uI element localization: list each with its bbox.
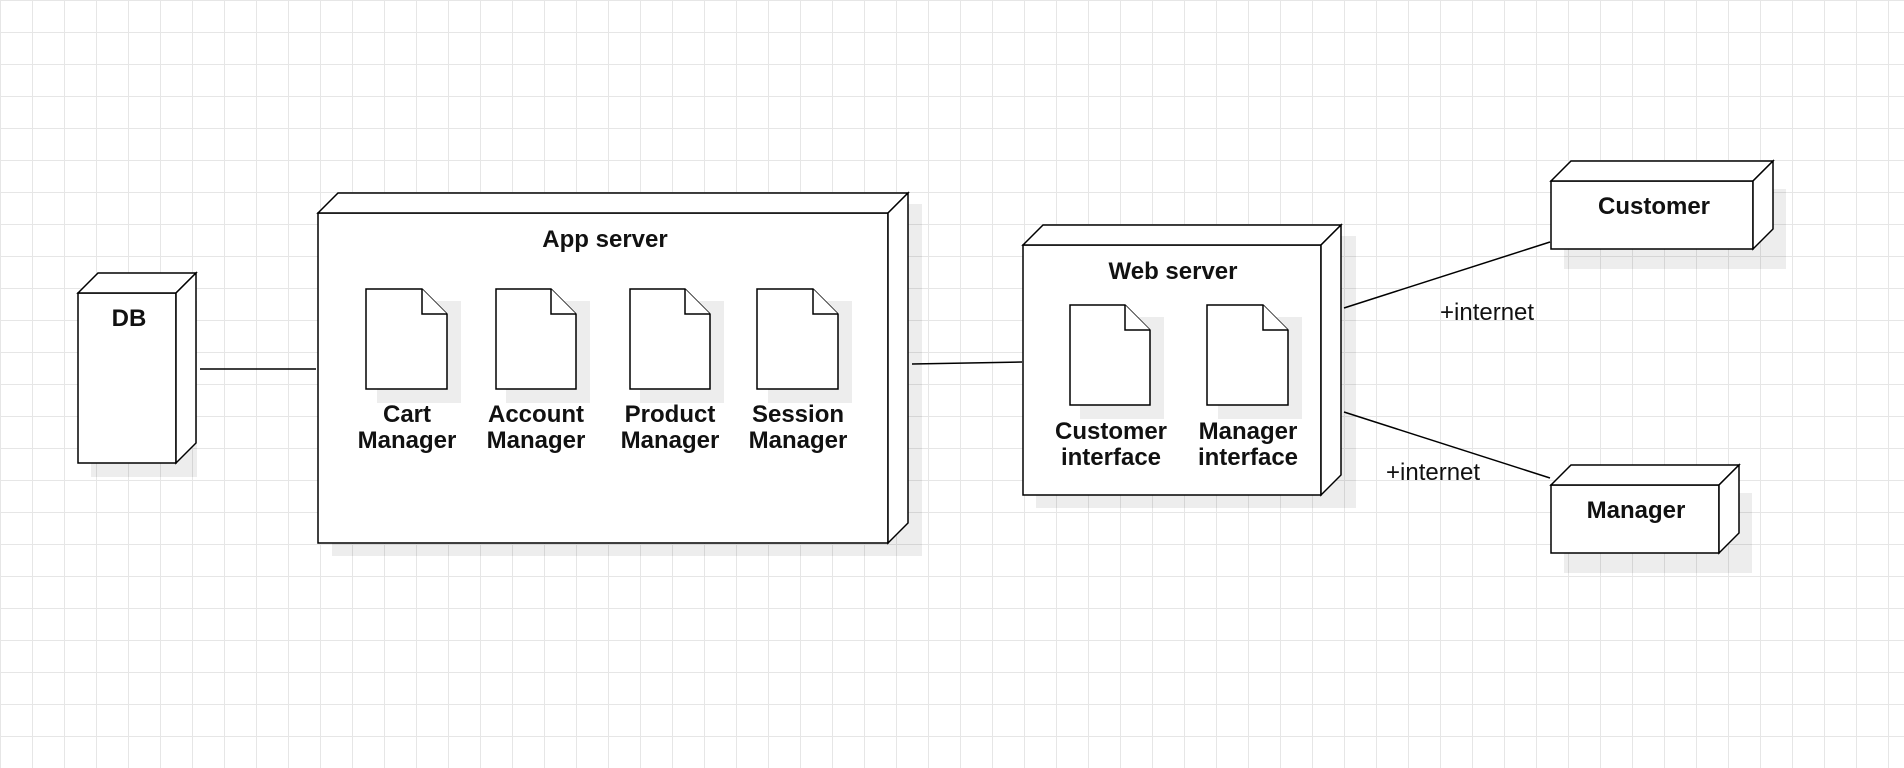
document-fold: [812, 289, 838, 315]
artifact-label: Cart: [383, 401, 431, 428]
artifact-product-manager[interactable]: Product Manager: [621, 288, 724, 454]
artifact-label: Manager: [487, 427, 586, 454]
web-customer-connector[interactable]: [1343, 241, 1551, 309]
customer-node[interactable]: Customer: [1549, 159, 1786, 269]
app-server-node[interactable]: App server Cart Manager Account Manager …: [316, 191, 922, 556]
artifact-label: Session: [752, 401, 844, 428]
web-server-title: Web server: [1109, 258, 1238, 285]
app-server-title: App server: [542, 226, 667, 253]
manager-node-title: Manager: [1587, 497, 1686, 524]
manager-connector-label: +internet: [1386, 459, 1480, 486]
manager-node[interactable]: Manager: [1549, 463, 1752, 573]
document-fold: [684, 289, 710, 315]
artifact-label: Product: [625, 401, 716, 428]
artifact-label: Manager: [749, 427, 848, 454]
app-web-connector[interactable]: [911, 361, 1023, 365]
artifact-account-manager[interactable]: Account Manager: [487, 288, 590, 454]
artifact-customer-interface[interactable]: Customer interface: [1055, 304, 1167, 471]
artifact-cart-manager[interactable]: Cart Manager: [358, 288, 461, 454]
document-fold: [550, 289, 576, 315]
web-manager-connector[interactable]: [1343, 411, 1551, 479]
artifact-label: interface: [1061, 444, 1161, 471]
db-node[interactable]: DB: [76, 271, 198, 477]
artifact-label: Manager: [358, 427, 457, 454]
artifact-session-manager[interactable]: Session Manager: [749, 288, 852, 454]
artifact-manager-interface[interactable]: Manager interface: [1198, 304, 1302, 471]
db-node-title: DB: [112, 305, 147, 332]
artifact-label: Manager: [1199, 418, 1298, 445]
artifact-label: Account: [488, 401, 584, 428]
artifact-label: Manager: [621, 427, 720, 454]
artifact-label: interface: [1198, 444, 1298, 471]
artifact-label: Customer: [1055, 418, 1167, 445]
web-server-node[interactable]: Web server Customer interface Manager in…: [1021, 223, 1356, 508]
document-fold: [1262, 305, 1288, 331]
document-fold: [421, 289, 447, 315]
customer-node-title: Customer: [1598, 193, 1710, 220]
customer-connector-label: +internet: [1440, 299, 1534, 326]
document-fold: [1124, 305, 1150, 331]
